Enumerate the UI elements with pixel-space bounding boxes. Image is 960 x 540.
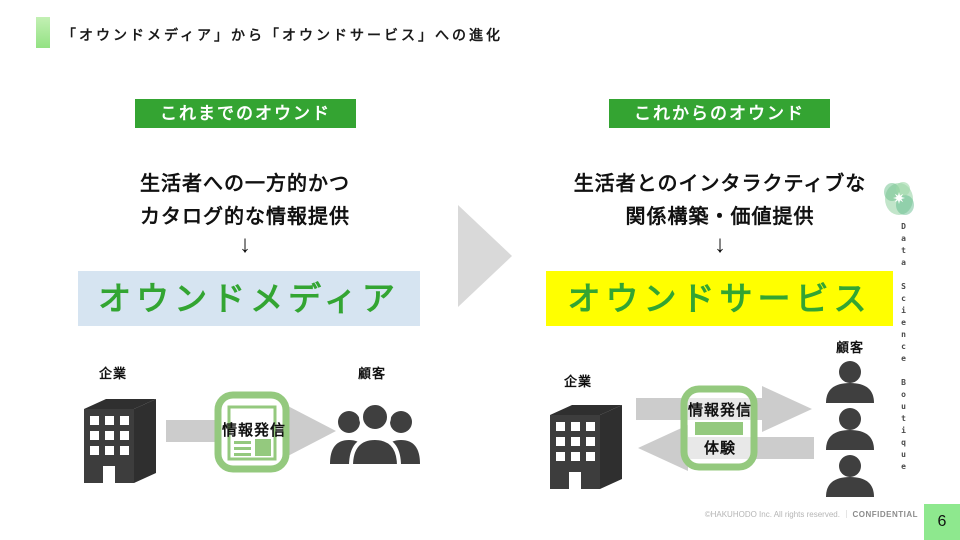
person-icon (826, 361, 874, 403)
left-column-header: これまでのオウンド (135, 99, 356, 128)
left-description-line2: カタログ的な情報提供 (140, 206, 350, 228)
right-company-label: 企業 (563, 374, 592, 389)
page-number-tab: 6 (924, 504, 960, 540)
company-building-icon (84, 399, 156, 483)
title-accent-bar (36, 17, 50, 48)
left-customer-label: 顧客 (357, 366, 386, 381)
right-customer-label: 顧客 (835, 340, 864, 355)
interaction-device-icon (680, 385, 758, 471)
customer-group-icon (330, 401, 420, 468)
return-arrow-label: 体験 (703, 440, 736, 457)
flower-logo (884, 182, 914, 215)
right-description: 生活者とのインタラクティブな 関係構築・価値提供 (522, 168, 918, 234)
left-description: 生活者への一方的かつ カタログ的な情報提供 (60, 168, 430, 234)
footer-separator: ｜ (842, 510, 851, 519)
transition-arrow-icon (458, 205, 512, 307)
right-down-arrow-icon: ↓ (714, 231, 726, 258)
footer: ©HAKUHODO Inc. All rights reserved. ｜ CO… (705, 509, 918, 520)
left-arrow-label: 情報発信 (221, 422, 286, 439)
left-company-label: 企業 (98, 366, 127, 381)
newspaper-icon (214, 391, 290, 473)
slide-title: 「オウンドメディア」から「オウンドサービス」への進化 (62, 27, 504, 43)
owned-media-highlight: オウンドメディア (78, 271, 420, 326)
right-description-line1: 生活者とのインタラクティブな (573, 173, 867, 195)
person-icon (826, 455, 874, 497)
customer-person-stack (822, 359, 878, 497)
outbound-arrow-label: 情報発信 (687, 402, 752, 419)
vertical-brand-text: Data Science Boutique (899, 222, 908, 474)
left-down-arrow-icon: ↓ (239, 231, 251, 258)
copyright-text: ©HAKUHODO Inc. All rights reserved. (704, 510, 840, 519)
confidential-label: CONFIDENTIAL (852, 510, 918, 519)
company-building-icon (550, 405, 622, 489)
right-description-line2: 関係構築・価値提供 (625, 206, 815, 228)
person-icon (826, 408, 874, 450)
right-column-header: これからのオウンド (609, 99, 830, 128)
left-description-line1: 生活者への一方的かつ (140, 173, 350, 195)
owned-service-highlight: オウンドサービス (546, 271, 893, 326)
